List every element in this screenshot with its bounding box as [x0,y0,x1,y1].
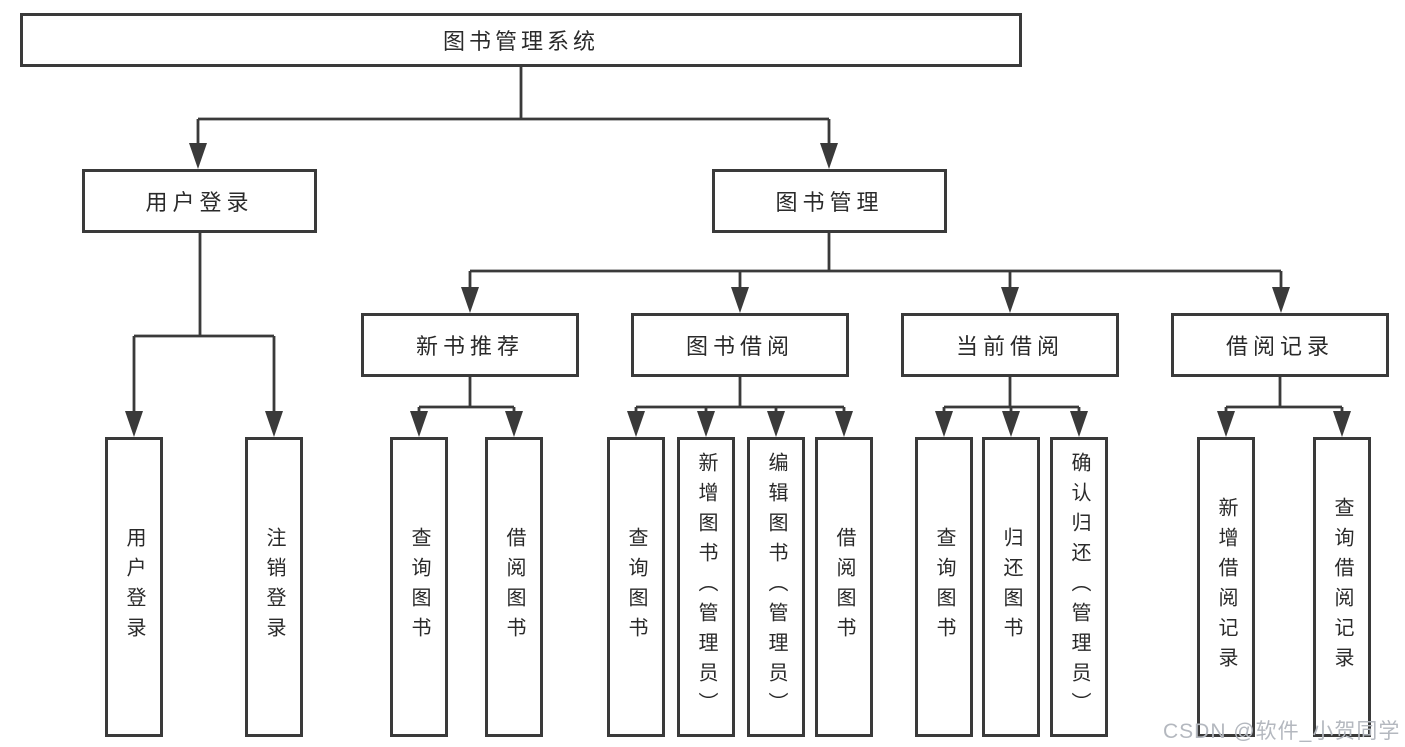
leaf-add-borrow-record: 新增借阅记录 [1197,437,1255,737]
node-library-management-system: 图书管理系统 [20,13,1022,67]
node-label: 编辑图书（管理员） [765,452,787,722]
node-label: 新增图书（管理员） [695,452,717,722]
node-label: 确认归还（管理员） [1068,452,1090,722]
leaf-query-books-current: 查询图书 [915,437,973,737]
node-label: 用户登录 [145,190,254,215]
leaf-query-books-borrowing: 查询图书 [607,437,665,737]
node-label: 借阅记录 [1225,334,1334,359]
node-label: 查询图书 [625,527,647,647]
leaf-borrow-books: 借阅图书 [815,437,873,737]
node-label: 新书推荐 [415,334,524,359]
node-label: 当前借阅 [955,334,1064,359]
leaf-query-borrow-record: 查询借阅记录 [1313,437,1371,737]
leaf-add-books-admin: 新增图书（管理员） [677,437,735,737]
node-borrowing-records: 借阅记录 [1171,313,1389,377]
node-label: 查询借阅记录 [1331,497,1353,677]
leaf-logout: 注销登录 [245,437,303,737]
leaf-confirm-return-admin: 确认归还（管理员） [1050,437,1108,737]
leaf-edit-books-admin: 编辑图书（管理员） [747,437,805,737]
node-label: 用户登录 [123,527,145,647]
node-label: 查询图书 [933,527,955,647]
node-book-management: 图书管理 [712,169,947,233]
leaf-return-books: 归还图书 [982,437,1040,737]
node-label: 注销登录 [263,527,285,647]
node-label: 图书管理系统 [442,29,599,54]
node-label: 图书借阅 [685,334,794,359]
node-label: 归还图书 [1000,527,1022,647]
node-label: 查询图书 [408,527,430,647]
node-label: 借阅图书 [503,527,525,647]
leaf-user-login: 用户登录 [105,437,163,737]
node-book-borrowing: 图书借阅 [631,313,849,377]
node-user-login: 用户登录 [82,169,317,233]
csdn-watermark: CSDN @软件_小贺同学 [1163,720,1401,743]
node-label: 图书管理 [775,190,884,215]
node-current-borrowing: 当前借阅 [901,313,1119,377]
node-label: 新增借阅记录 [1215,497,1237,677]
node-new-book-recommendation: 新书推荐 [361,313,579,377]
leaf-query-books-recommend: 查询图书 [390,437,448,737]
node-label: 借阅图书 [833,527,855,647]
leaf-borrow-books-recommend: 借阅图书 [485,437,543,737]
